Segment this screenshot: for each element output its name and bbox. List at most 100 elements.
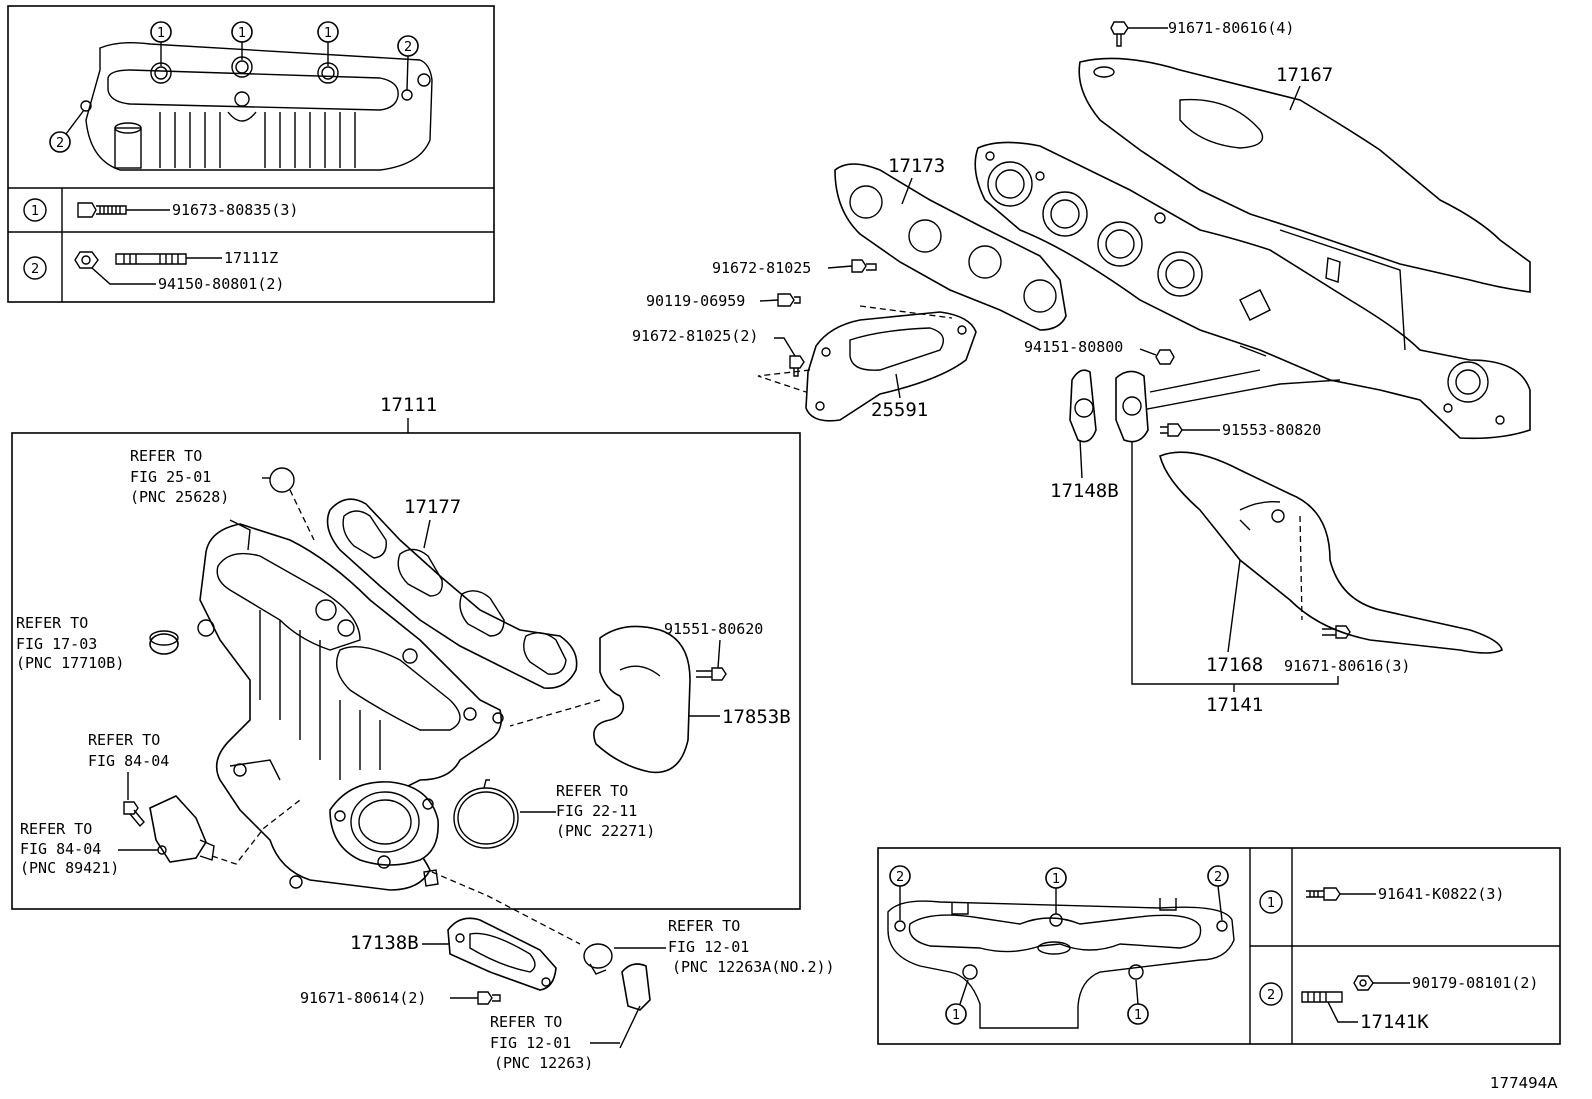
gasket-17148B: 17148B — [1050, 369, 1149, 502]
svg-text:(PNC 12263): (PNC 12263) — [494, 1054, 593, 1072]
legend-row-2: 2 17111Z 94150-80801(2) — [23, 249, 284, 293]
refer-12263: REFER TO FIG 12-01 (PNC 12263) — [490, 1013, 593, 1072]
refer-84-04-a: REFER TO FIG 84-04 — [88, 731, 169, 800]
legend-row-2: 2 90179-08101(2) 17141K — [1259, 974, 1538, 1033]
svg-text:17177: 17177 — [404, 496, 461, 518]
stud-icon — [115, 253, 187, 265]
refer-89421: REFER TO FIG 84-04 (PNC 89421) — [20, 820, 158, 877]
svg-text:91671-80614(2): 91671-80614(2) — [300, 989, 426, 1007]
svg-text:1: 1 — [952, 1008, 960, 1023]
svg-text:REFER TO: REFER TO — [16, 614, 88, 632]
legend-row-1: 1 91641-K0822(3) — [1259, 885, 1504, 914]
intake-assembly: 17111 — [11, 394, 801, 910]
bolt-91671-80616-4: 91671-80616(4) — [1110, 19, 1294, 47]
svg-text:17111Z: 17111Z — [224, 249, 278, 267]
hose-12263 — [590, 963, 651, 1049]
bolt-icon — [77, 202, 127, 218]
svg-text:REFER TO: REFER TO — [88, 731, 160, 749]
svg-text:(PNC 25628): (PNC 25628) — [130, 488, 229, 506]
nut-icon — [1353, 975, 1374, 991]
svg-text:17138B: 17138B — [350, 932, 419, 954]
nut-94151-80800: 94151-80800 — [1024, 338, 1175, 365]
svg-text:2: 2 — [896, 870, 904, 885]
insulator-17853B: 17853B — [509, 625, 791, 774]
marker-1: 1 — [317, 21, 339, 66]
svg-text:91553-80820: 91553-80820 — [1222, 421, 1321, 439]
clamp-12263A — [431, 871, 666, 975]
lower-parts: 17138B 91671-80614(2) REFER TO FIG 12-01… — [300, 871, 835, 1072]
svg-text:2: 2 — [31, 262, 39, 277]
svg-text:94151-80800: 94151-80800 — [1024, 338, 1123, 356]
svg-text:94150-80801(2): 94150-80801(2) — [158, 275, 284, 293]
svg-text:91641-K0822(3): 91641-K0822(3) — [1378, 885, 1504, 903]
top-legend: 1 1 1 2 2 1 91673-80835(3) 2 17111Z 9415… — [7, 5, 495, 303]
plug-17710B — [149, 630, 179, 655]
svg-text:17168: 17168 — [1206, 654, 1263, 676]
bolt-icon — [1306, 887, 1341, 901]
svg-text:1: 1 — [157, 26, 165, 41]
svg-text:2: 2 — [1214, 870, 1222, 885]
gasket-22271 — [453, 779, 556, 849]
svg-text:FIG 12-01: FIG 12-01 — [490, 1034, 571, 1052]
svg-text:2: 2 — [1267, 988, 1275, 1003]
bolt-91551-80620: 91551-80620 — [664, 620, 763, 681]
marker-2: 2 — [889, 865, 911, 920]
svg-text:1: 1 — [238, 26, 246, 41]
intake-manifold — [197, 519, 504, 891]
svg-text:FIG 25-01: FIG 25-01 — [130, 468, 211, 486]
bolt-90119-06959: 90119-06959 — [646, 292, 801, 310]
refer-25628: REFER TO FIG 25-01 (PNC 25628) — [130, 447, 229, 506]
svg-text:(PNC 89421): (PNC 89421) — [20, 859, 119, 877]
legend-row-1: 1 91673-80835(3) — [23, 198, 298, 222]
svg-text:FIG 84-04: FIG 84-04 — [20, 840, 101, 858]
assembly-17141: 17141 — [1131, 442, 1339, 716]
svg-text:91671-80616(3): 91671-80616(3) — [1284, 657, 1410, 675]
refer-17710B: REFER TO FIG 17-03 (PNC 17710B) — [16, 614, 124, 672]
svg-text:REFER TO: REFER TO — [556, 782, 628, 800]
gasket-17173: 17173 — [834, 155, 1067, 331]
bolt-91553-80820: 91553-80820 — [1160, 421, 1321, 439]
svg-text:FIG 12-01: FIG 12-01 — [668, 938, 749, 956]
svg-text:17141K: 17141K — [1360, 1011, 1429, 1033]
svg-text:91672-81025: 91672-81025 — [712, 259, 811, 277]
bolt-91672-81025-2: 91672-81025(2) — [632, 327, 805, 377]
svg-text:REFER TO: REFER TO — [668, 917, 740, 935]
svg-text:17173: 17173 — [888, 155, 945, 177]
exhaust-flange-sketch — [887, 898, 1235, 1029]
bolt-91671-80616-3: 91671-80616(3) — [1284, 625, 1410, 675]
svg-text:(PNC 12263A(NO.2)): (PNC 12263A(NO.2)) — [672, 958, 835, 976]
svg-text:1: 1 — [31, 204, 39, 219]
stud-icon — [1301, 991, 1343, 1003]
marker-1: 1 — [1045, 867, 1067, 914]
svg-text:17853B: 17853B — [722, 706, 791, 728]
exhaust-assembly: 91671-80616(4) 17167 — [632, 19, 1531, 716]
svg-text:17167: 17167 — [1276, 64, 1333, 86]
gasket-17177: 17177 — [326, 496, 578, 689]
svg-text:1: 1 — [1052, 872, 1060, 887]
o-ring-25628 — [262, 467, 315, 541]
svg-text:91672-81025(2): 91672-81025(2) — [632, 327, 758, 345]
intake-flange-sketch — [80, 41, 433, 171]
svg-text:90119-06959: 90119-06959 — [646, 292, 745, 310]
marker-2: 2 — [397, 35, 419, 91]
svg-text:2: 2 — [56, 136, 64, 151]
marker-1: 1 — [150, 21, 172, 66]
svg-text:25591: 25591 — [871, 399, 928, 421]
svg-text:1: 1 — [1134, 1008, 1142, 1023]
svg-text:1: 1 — [324, 26, 332, 41]
svg-text:FIG 17-03: FIG 17-03 — [16, 635, 97, 653]
svg-text:REFER TO: REFER TO — [130, 447, 202, 465]
svg-text:REFER TO: REFER TO — [20, 820, 92, 838]
svg-text:91551-80620: 91551-80620 — [664, 620, 763, 638]
marker-2: 2 — [1207, 865, 1229, 921]
svg-text:90179-08101(2): 90179-08101(2) — [1412, 974, 1538, 992]
marker-1: 1 — [1127, 979, 1149, 1025]
sensor-89421 — [123, 795, 301, 865]
svg-text:FIG 84-04: FIG 84-04 — [88, 752, 169, 770]
svg-text:(PNC 17710B): (PNC 17710B) — [16, 654, 124, 672]
svg-text:2: 2 — [404, 40, 412, 55]
svg-text:17141: 17141 — [1206, 694, 1263, 716]
heat-shield-17168: 17168 — [1159, 451, 1503, 676]
svg-text:17111: 17111 — [380, 394, 437, 416]
